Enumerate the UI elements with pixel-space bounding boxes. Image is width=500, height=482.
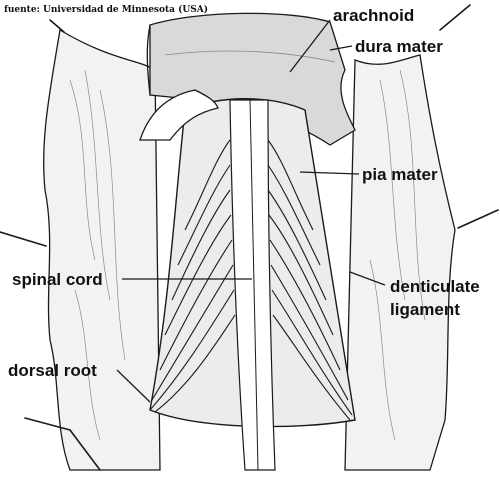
arachnoid-leader-line bbox=[289, 19, 331, 73]
source-credit: fuente: Universidad de Minnesota (USA) bbox=[4, 4, 208, 15]
label-pia-mater: pia mater bbox=[362, 165, 438, 184]
reflected-dura-mater-drawing bbox=[0, 4, 499, 471]
label-dura-mater: dura mater bbox=[355, 37, 443, 56]
label-denticulate-ligament-line2: ligament bbox=[390, 300, 460, 319]
label-arachnoid: arachnoid bbox=[333, 6, 414, 25]
dorsal-rootlets-drawing bbox=[149, 139, 353, 421]
label-spinal-cord: spinal cord bbox=[12, 270, 103, 289]
dura-mater-leader-line bbox=[329, 45, 353, 51]
denticulate-ligament-leader-line bbox=[349, 271, 386, 286]
dorsal-root-leader-line bbox=[116, 369, 151, 403]
leader-lines bbox=[116, 19, 386, 403]
label-denticulate-ligament-line1: denticulate bbox=[390, 277, 480, 296]
spinal-cord-drawing bbox=[149, 98, 356, 471]
reflected-membrane-fold-drawing bbox=[139, 89, 219, 141]
pia-mater-leader-line bbox=[299, 171, 360, 175]
label-dorsal-root: dorsal root bbox=[8, 361, 97, 380]
